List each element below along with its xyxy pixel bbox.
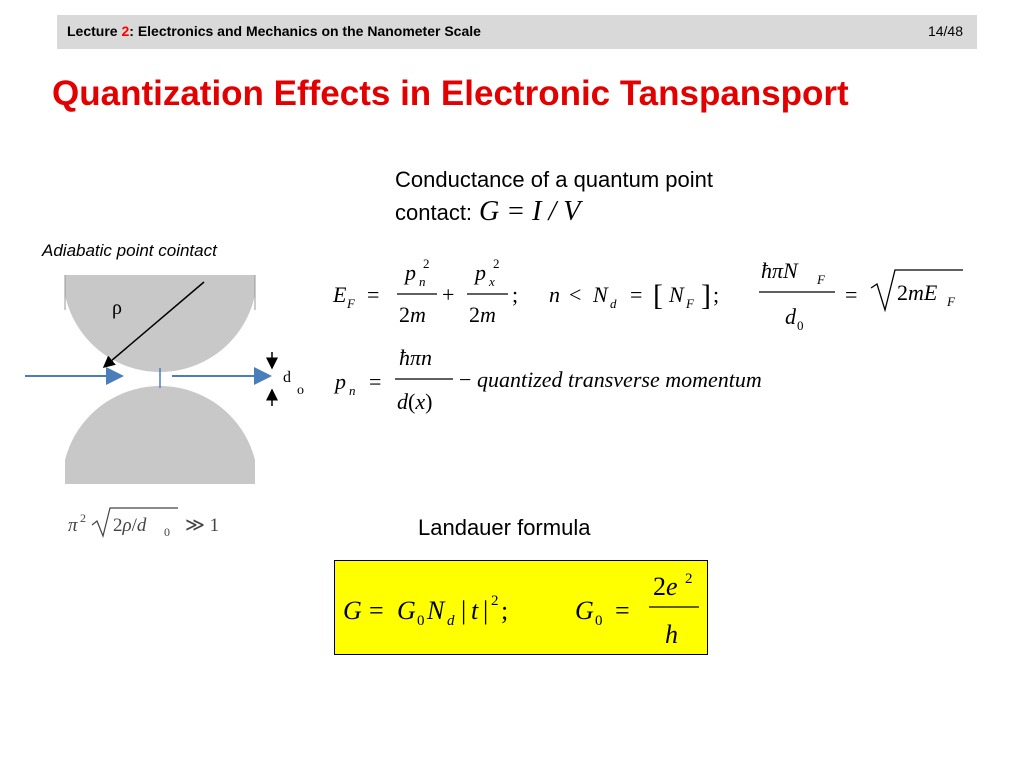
svg-text:=: =: [630, 282, 642, 307]
svg-text:F: F: [346, 296, 356, 311]
svg-text:d: d: [447, 613, 455, 629]
lower-electrode: [65, 386, 255, 484]
svg-text:G: G: [397, 596, 416, 625]
rho-arrow: [102, 281, 205, 368]
svg-text:0: 0: [417, 613, 425, 629]
svg-text:x: x: [488, 274, 495, 289]
conductance-line-1: Conductance of a quantum point: [395, 167, 714, 192]
svg-text:d: d: [785, 304, 797, 329]
d-label: d: [283, 369, 291, 386]
svg-text:2: 2: [685, 571, 693, 587]
svg-text:;: ;: [713, 282, 719, 307]
condition-formula: π 2 2ρ/d 0 ≫ 1: [68, 507, 219, 539]
svg-text:=: =: [369, 369, 381, 394]
lecture-prefix: Lecture: [67, 23, 122, 39]
svg-text:2: 2: [493, 256, 500, 271]
svg-text:2m: 2m: [399, 302, 426, 327]
svg-text:[: [: [653, 279, 663, 312]
svg-text:n: n: [349, 383, 356, 398]
svg-text:t: t: [471, 596, 479, 625]
svg-text:π: π: [68, 515, 78, 536]
landauer-label: Landauer formula: [418, 515, 591, 540]
svg-text:]: ]: [701, 279, 711, 312]
svg-text:p: p: [333, 369, 346, 394]
svg-text:F: F: [685, 296, 695, 311]
svg-text:d: d: [610, 296, 617, 311]
svg-text:n: n: [549, 282, 560, 307]
upper-electrode: [65, 275, 255, 372]
svg-text:2e: 2e: [653, 572, 678, 601]
adiabatic-label: Adiabatic point cointact: [42, 241, 217, 260]
lecture-name: : Electronics and Mechanics on the Nanom…: [129, 23, 481, 39]
svg-text:2: 2: [491, 593, 499, 609]
svg-text:=: =: [845, 282, 857, 307]
svg-text:0: 0: [797, 318, 804, 333]
page-number: 14/48: [927, 23, 963, 39]
svg-text:2m: 2m: [469, 302, 496, 327]
conductance-text: Conductance of a quantum point contact: …: [395, 164, 713, 229]
o-label: o: [297, 383, 304, 398]
svg-text:n: n: [419, 274, 426, 289]
svg-text:0: 0: [164, 525, 170, 539]
svg-text:F: F: [946, 294, 956, 309]
svg-text:p: p: [473, 260, 486, 285]
svg-text:<: <: [569, 282, 581, 307]
rho-symbol: ρ: [112, 297, 122, 319]
svg-text:h: h: [665, 620, 678, 649]
conductance-line-2: contact: G = I / V: [395, 196, 581, 227]
svg-text:2mE: 2mE: [897, 280, 938, 305]
svg-text:|: |: [461, 596, 466, 625]
quantized-momentum-text: quantized transverse momentum: [477, 367, 762, 392]
svg-text:2: 2: [423, 256, 430, 271]
svg-text:;: ;: [512, 282, 518, 307]
lecture-number: 2: [121, 23, 130, 39]
svg-text:−: −: [459, 367, 471, 392]
svg-text:=: =: [615, 596, 630, 625]
svg-text:2ρ/d: 2ρ/d: [113, 515, 147, 536]
point-contact-diagram: ρ d o π 2 2ρ/d 0 ≫ 1: [25, 275, 304, 539]
svg-text:p: p: [403, 260, 416, 285]
svg-text:N: N: [668, 282, 685, 307]
header-bar: Lecture 2: Electronics and Mechanics on …: [57, 15, 977, 49]
svg-text:=: =: [369, 596, 384, 625]
svg-text:+: +: [442, 282, 454, 307]
svg-text:0: 0: [595, 613, 603, 629]
svg-text:2: 2: [80, 511, 86, 525]
svg-text:G: G: [575, 596, 594, 625]
svg-text:|: |: [483, 596, 488, 625]
svg-text:N: N: [592, 282, 609, 307]
svg-text:;: ;: [501, 596, 508, 625]
svg-text:≫ 1: ≫ 1: [185, 515, 219, 536]
svg-text:G: G: [343, 596, 362, 625]
svg-text:ħπN: ħπN: [761, 258, 799, 283]
slide-title: Quantization Effects in Electronic Tansp…: [52, 74, 849, 113]
conductance-formula: G = I / V: [472, 196, 581, 227]
svg-text:N: N: [426, 596, 446, 625]
lecture-title: Lecture 2: Electronics and Mechanics on …: [67, 23, 481, 39]
svg-text:E: E: [332, 282, 347, 307]
svg-text:=: =: [367, 282, 379, 307]
svg-text:d(x): d(x): [397, 389, 432, 414]
svg-text:ħπn: ħπn: [399, 345, 432, 370]
svg-text:F: F: [816, 272, 826, 287]
